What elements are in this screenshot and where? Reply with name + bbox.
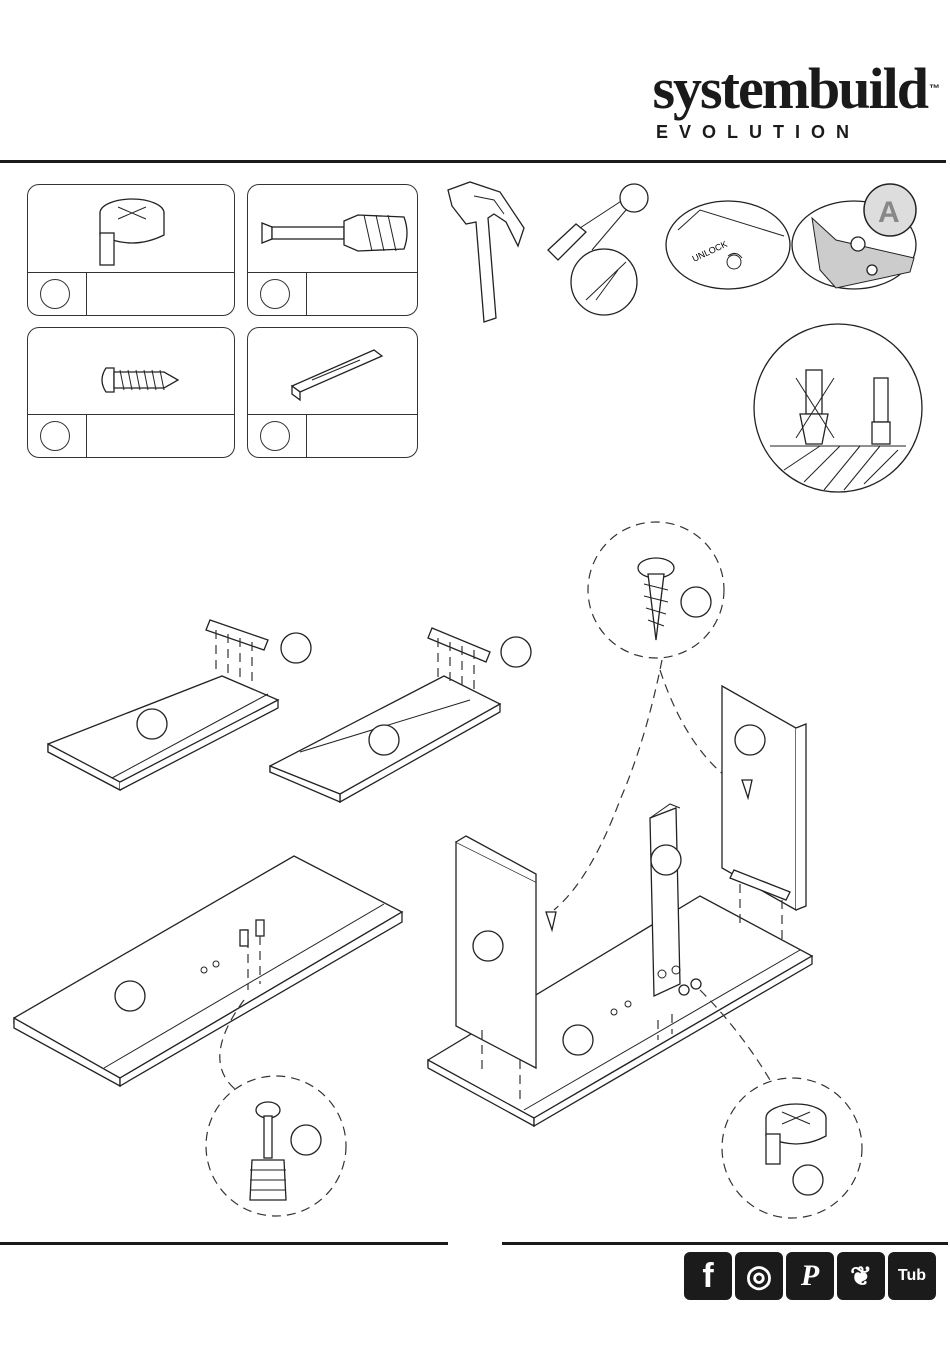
pinterest-icon[interactable]: P (786, 1252, 834, 1300)
twitter-icon[interactable]: ❦ (837, 1252, 885, 1300)
cam-bolt-zoom-detail (206, 1076, 346, 1216)
facebook-icon[interactable]: f (684, 1252, 732, 1300)
side-panel-right (722, 686, 806, 940)
top-panel (14, 856, 402, 1086)
unlock-detail (666, 201, 790, 289)
footer-divider-left (0, 1242, 448, 1245)
hammer-icon (448, 182, 524, 322)
screw-icon (546, 912, 556, 930)
cam-lock-zoom-detail (722, 1078, 862, 1218)
instagram-icon[interactable]: ◎ (735, 1252, 783, 1300)
screw-zoom-detail (588, 522, 724, 658)
footer-divider-right (502, 1242, 948, 1245)
overtighten-warning-detail (754, 324, 922, 492)
screw-leader-line (554, 660, 662, 910)
detail-letter: A (878, 196, 900, 229)
youtube-icon[interactable]: Tub (888, 1252, 936, 1300)
screwdriver-icon (548, 184, 648, 315)
